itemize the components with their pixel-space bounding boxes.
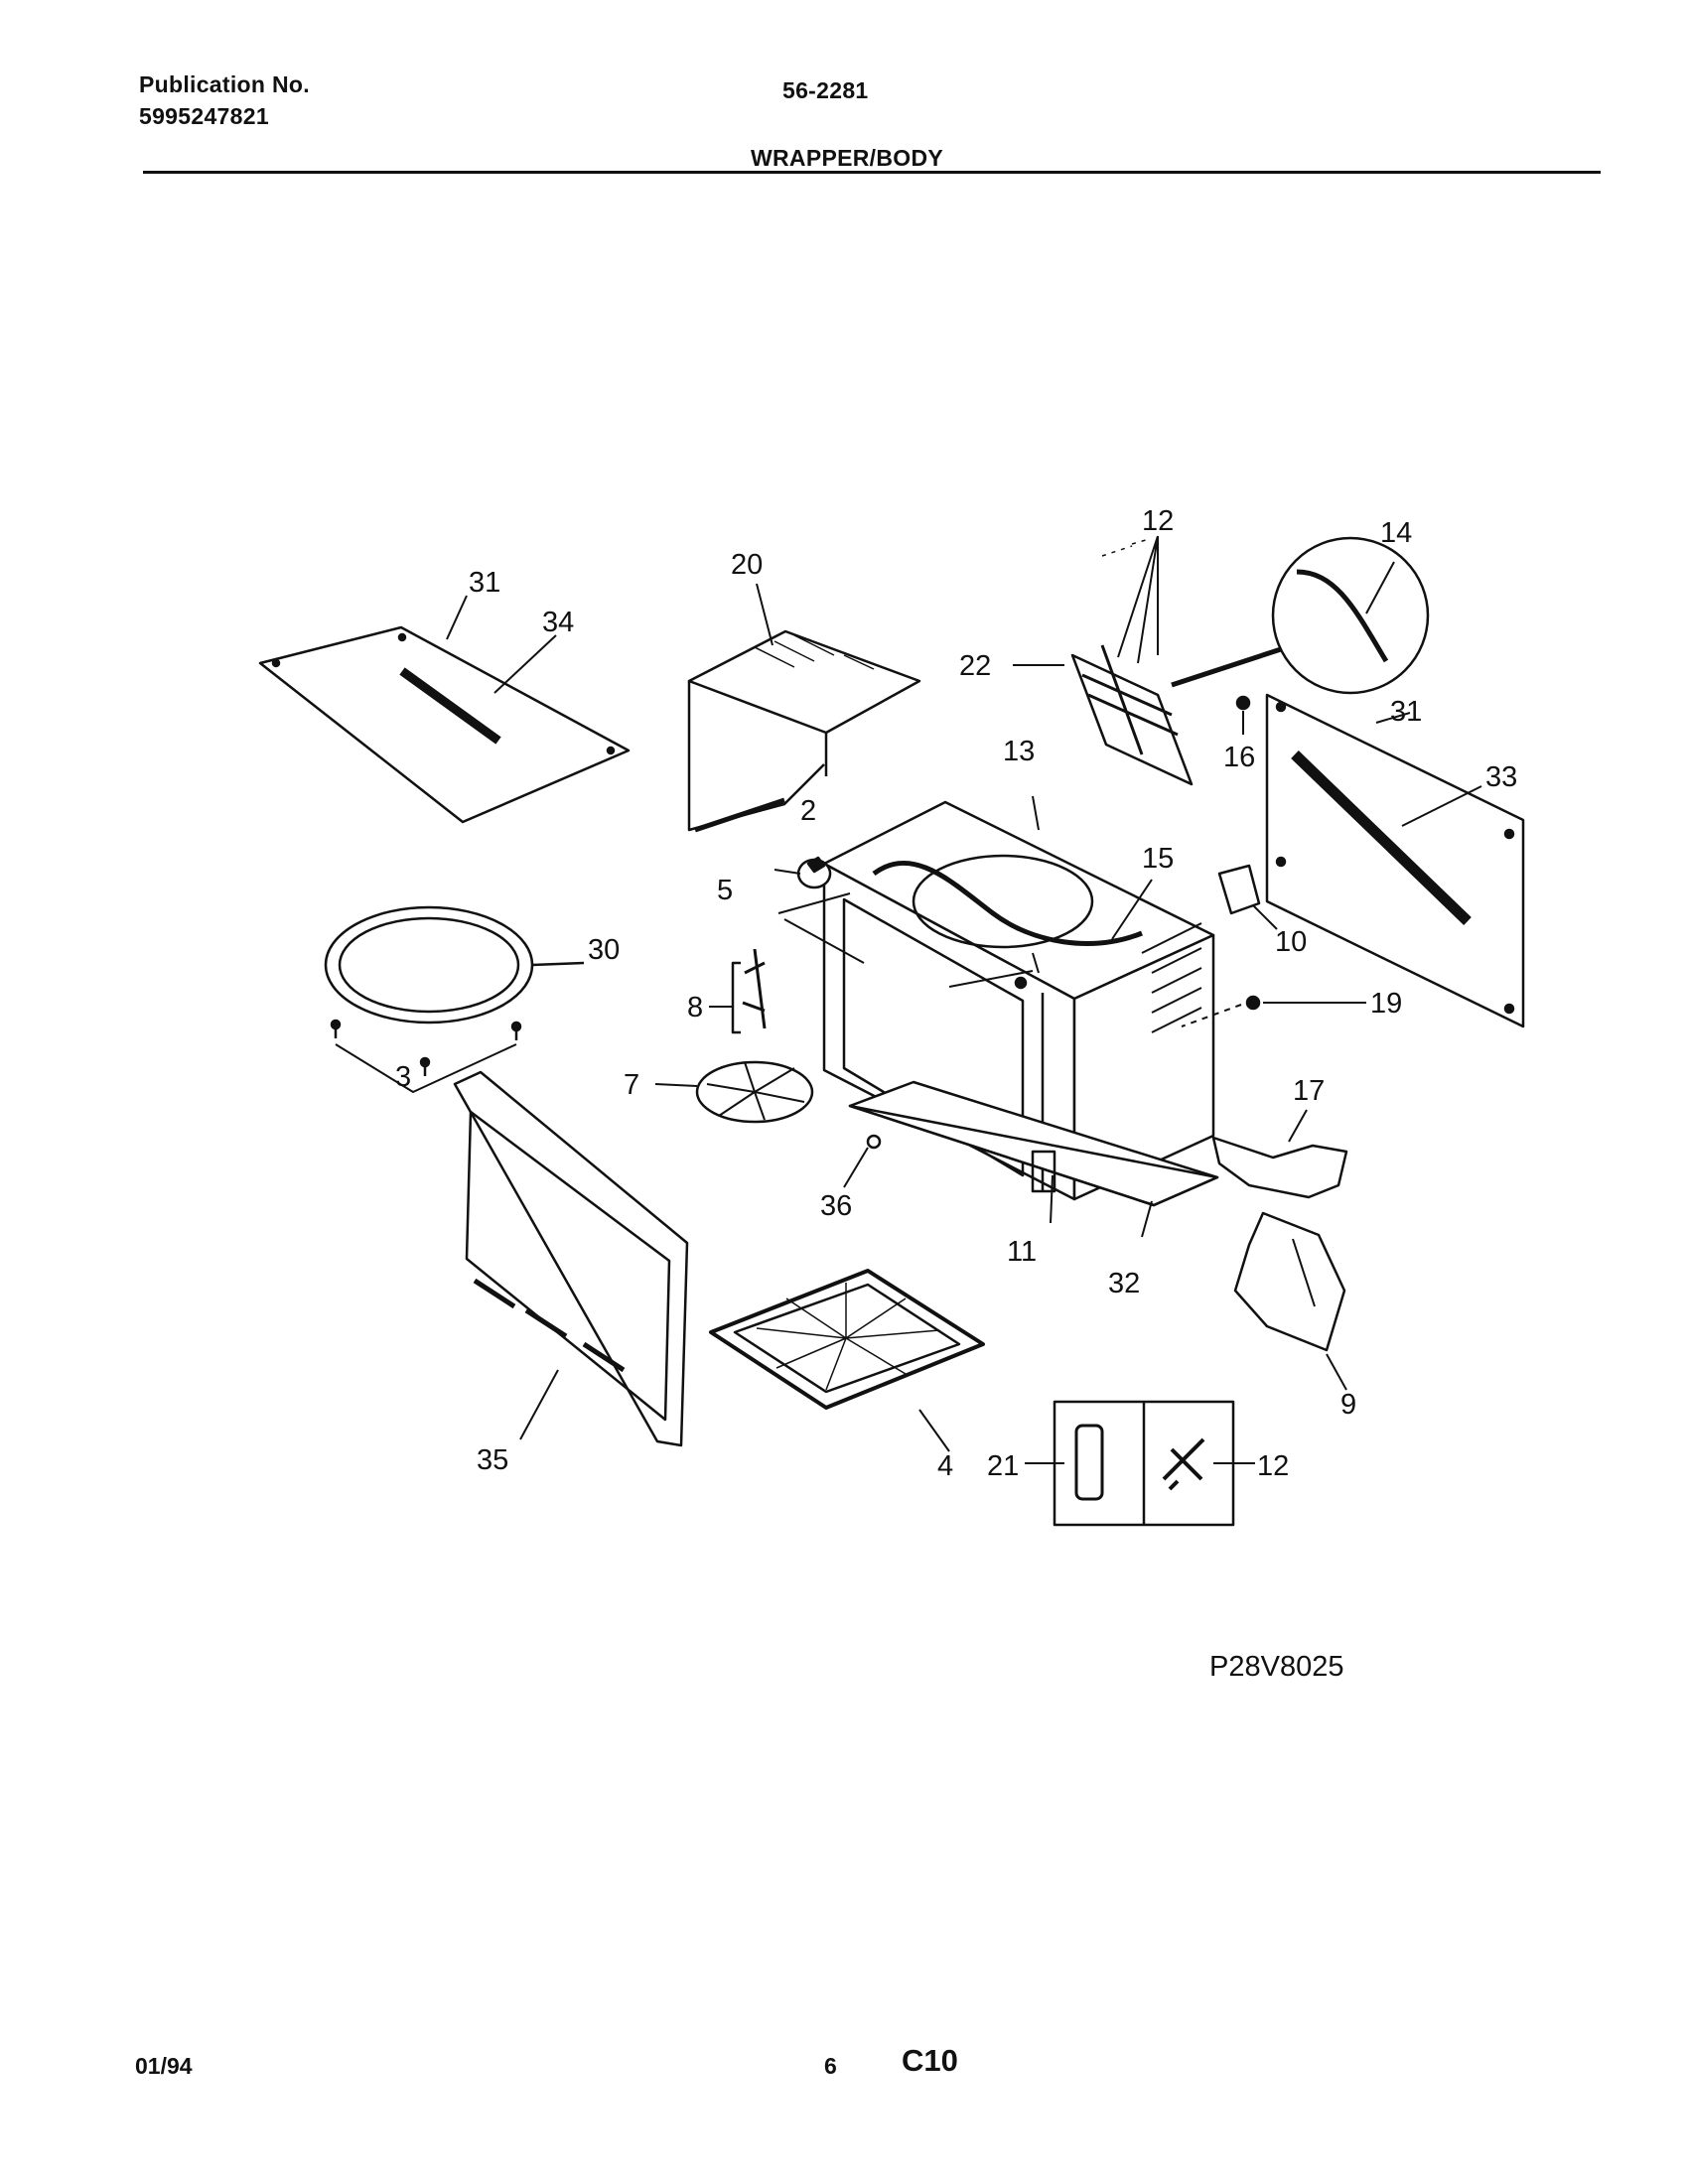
callout-4: 4	[937, 1450, 953, 1482]
tray-part	[709, 1269, 985, 1452]
callout-13: 13	[1003, 736, 1035, 767]
callout-11: 11	[1007, 1236, 1037, 1268]
callout-17: 17	[1293, 1075, 1325, 1107]
callout-15: 15	[1142, 843, 1174, 875]
top-panel-part	[258, 625, 631, 824]
model-number: 56-2281	[782, 77, 869, 103]
footer-date: 01/94	[135, 2053, 193, 2079]
callout-33: 33	[1485, 761, 1517, 793]
callout-21: 21	[987, 1450, 1019, 1482]
callout-10: 10	[1275, 926, 1307, 958]
cover-shield-part	[687, 629, 921, 833]
publication-label: Publication No.	[139, 71, 310, 97]
callout-19: 19	[1370, 988, 1402, 1020]
main-cavity-body-part	[774, 795, 1219, 1238]
callout-8: 8	[687, 992, 703, 1024]
turntable-ring-part	[324, 905, 585, 1093]
callout-9: 9	[1340, 1389, 1356, 1421]
callout-31-side-panel: 31	[1390, 696, 1422, 728]
drawing-code: P28V8025	[1209, 1651, 1343, 1683]
door-frame-part	[453, 1070, 689, 1447]
callout-30: 30	[588, 934, 620, 966]
callout-3: 3	[395, 1061, 411, 1093]
callout-34: 34	[542, 607, 574, 638]
side-panel-part	[1265, 693, 1525, 1028]
header-rule	[143, 171, 1601, 174]
callout-20: 20	[731, 549, 763, 581]
callout-7: 7	[624, 1069, 639, 1101]
callout-16: 16	[1223, 742, 1255, 773]
callout-35: 35	[477, 1444, 508, 1476]
bracket-part	[1233, 1211, 1347, 1391]
callout-2: 2	[800, 795, 816, 827]
inset-box-part	[1025, 1400, 1255, 1527]
publication-number: 5995247821	[139, 103, 269, 129]
callout-36: 36	[820, 1190, 852, 1222]
duct-part	[1211, 1109, 1348, 1199]
callout-31-top-panel: 31	[469, 567, 500, 599]
callout-14: 14	[1380, 517, 1412, 549]
callout-5: 5	[717, 875, 733, 906]
callout-12-inset: 12	[1257, 1450, 1289, 1482]
callout-22: 22	[959, 650, 991, 682]
control-components-part	[1013, 535, 1430, 786]
section-title: WRAPPER/BODY	[751, 145, 944, 171]
callout-32: 32	[1108, 1268, 1140, 1299]
small-hardware-part	[1181, 864, 1366, 1027]
footer-section-code: C10	[902, 2043, 958, 2078]
fan-assembly-part	[654, 948, 882, 1188]
footer-page-number: 6	[824, 2053, 837, 2079]
callout-12-top: 12	[1142, 505, 1174, 537]
